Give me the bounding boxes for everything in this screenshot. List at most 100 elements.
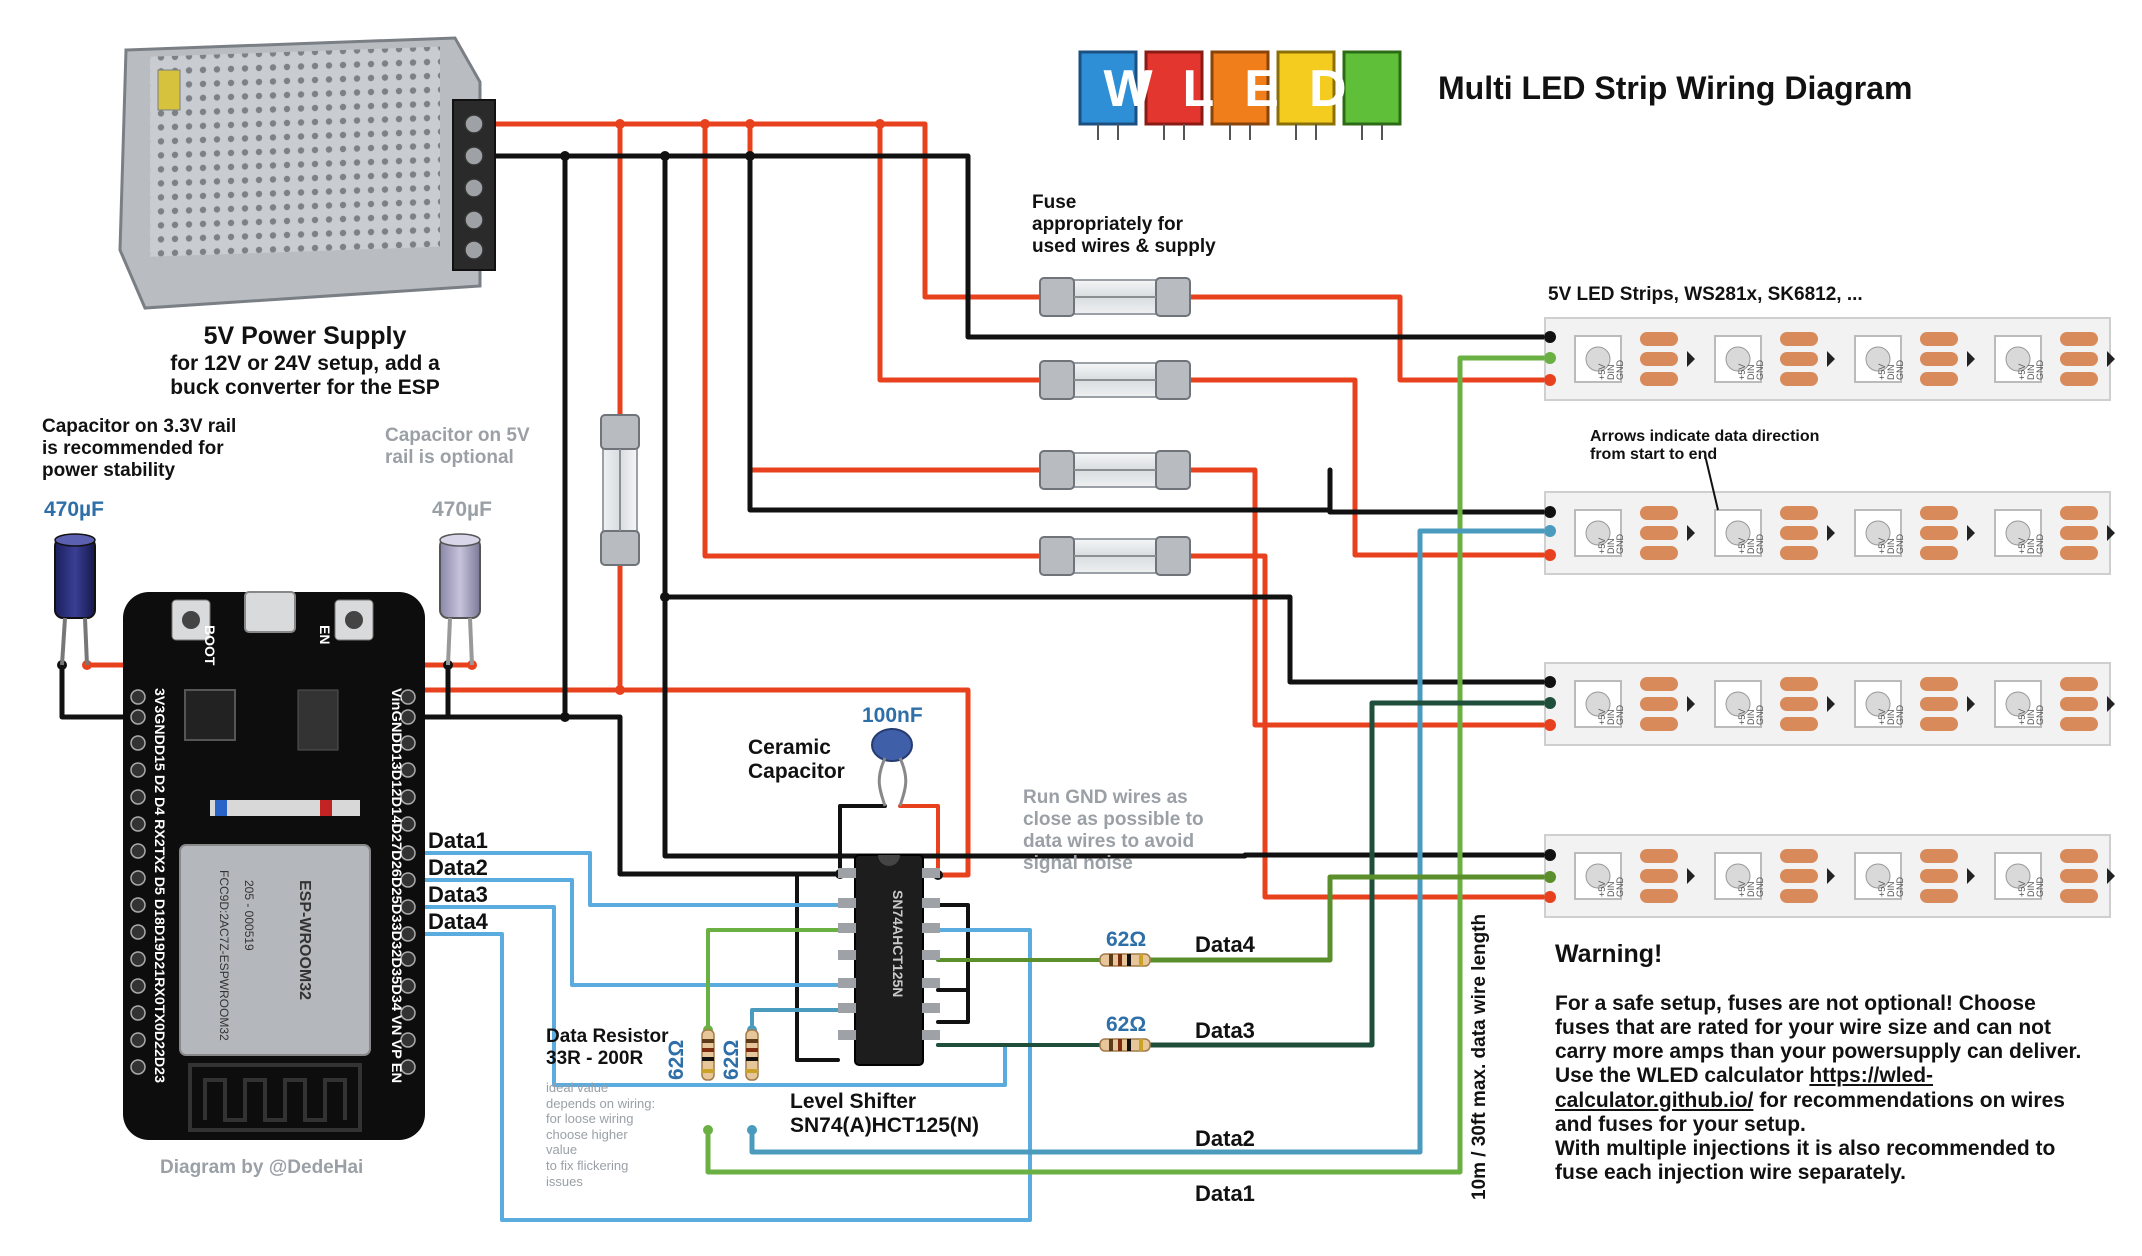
- strip-pad-label: +5V: [1877, 881, 1887, 897]
- fuse-note: Fuse appropriately for used wires & supp…: [1032, 192, 1216, 257]
- level-shifter-label: Level Shifter SN74(A)HCT125(N): [790, 1090, 980, 1138]
- fuse-strip2: [1039, 360, 1191, 400]
- strip-pad-label: GND: [2035, 360, 2045, 381]
- strip-pad-label: GND: [1755, 360, 1765, 381]
- ceramic-capacitor: [871, 728, 913, 807]
- wire-gnd-3v3cap: [59, 662, 141, 720]
- power-supply: [118, 36, 496, 310]
- gnd-wire-note: Run GND wires as close as possible to da…: [1023, 787, 1204, 874]
- page-title: Multi LED Strip Wiring Diagram: [1438, 70, 1913, 106]
- data-direction-arrow: [1827, 868, 1835, 884]
- led-chip: [1574, 852, 1622, 900]
- strip-pad-label: DIN: [2026, 539, 2036, 555]
- arrows-note: Arrows indicate data direction from star…: [1590, 428, 1820, 464]
- strip-pad-label: +5V: [1597, 364, 1607, 380]
- strip-pad-label: DIN: [2026, 882, 2036, 898]
- wire-shifter-oe-ties-r: [936, 903, 970, 992]
- warning-paragraph-2-prefix: Use the WLED calculator: [1555, 1064, 1810, 1088]
- strip-data2-label: Data2: [1195, 1126, 1255, 1151]
- wire-data1-strip1: [705, 355, 1553, 1175]
- data-direction-arrow: [2107, 525, 2115, 541]
- data-direction-arrow: [2107, 696, 2115, 712]
- wire-5v-strip2-out: [1187, 377, 1553, 558]
- fuse-strip4: [1039, 536, 1191, 576]
- esp32-r-label: 205 - 000519: [242, 880, 256, 951]
- esp32-right-pin-labels: VinGNDD13D12D14D27D26D25D33D32D35D34 VN …: [389, 688, 405, 1083]
- strip-pad-label: DIN: [1886, 710, 1896, 726]
- capacitor-5v: [439, 533, 481, 666]
- resistor-data1: [701, 1029, 715, 1081]
- led-chip: [1574, 509, 1622, 557]
- data-direction-arrow: [1687, 868, 1695, 884]
- wire-ls-out2: [750, 1008, 840, 1032]
- strip-pad-label: DIN: [1606, 882, 1616, 898]
- warning-paragraph-3: With multiple injections it is also reco…: [1555, 1136, 2056, 1184]
- fuse-esp: [600, 414, 640, 566]
- data-direction-arrow: [1827, 525, 1835, 541]
- data-direction-arrow: [1687, 696, 1695, 712]
- data-direction-arrow: [2107, 351, 2115, 367]
- strip-pad-label: DIN: [1886, 882, 1896, 898]
- strip-pad-label: GND: [1895, 360, 1905, 381]
- wire-gnd-shifter: [562, 714, 843, 877]
- capacitor-3v3: [54, 533, 96, 666]
- strip-pad-label: GND: [1755, 534, 1765, 555]
- strip-pad-label: +5V: [1597, 709, 1607, 725]
- fuse-strip3: [1039, 450, 1191, 490]
- strip-data1-label: Data1: [1195, 1181, 1255, 1206]
- wled-logo-text: WLED: [1103, 60, 1376, 118]
- wire-esp-data2: [406, 878, 840, 987]
- strip-data3-label: Data3: [1195, 1018, 1255, 1043]
- esp32-left-pin-labels: 3V3GNDD15 D2 D4 RX2TX2 D5 D18D19D21RX0TX…: [152, 688, 168, 1083]
- strip-pad-label: +5V: [1877, 364, 1887, 380]
- wire-cap-shifter: [898, 804, 940, 877]
- diagram-credit: Diagram by @DedeHai: [160, 1157, 364, 1178]
- strip-pad-label: GND: [1895, 705, 1905, 726]
- ceramic-capacitor-label: Ceramic Capacitor: [748, 736, 845, 784]
- strip-pad-label: DIN: [1746, 539, 1756, 555]
- wire-data3-strip3: [1147, 700, 1553, 1048]
- strip-pad-label: GND: [1895, 877, 1905, 898]
- strip-pad-label: GND: [1755, 705, 1765, 726]
- wire-gnd-strip3: [662, 153, 1553, 685]
- strip-pad-label: +5V: [1737, 881, 1747, 897]
- wire-esp-data4: [406, 928, 1032, 1222]
- strip-pad-label: DIN: [1746, 882, 1756, 898]
- data-direction-arrow: [1827, 696, 1835, 712]
- wled-logo: [1078, 50, 1402, 140]
- warning-paragraph-1: For a safe setup, fuses are not optional…: [1555, 992, 2082, 1064]
- wire-data4-strip4: [1147, 874, 1553, 963]
- capacitor-3v3-value: 470µF: [44, 498, 104, 521]
- strip-pad-label: +5V: [1737, 709, 1747, 725]
- strip-pad-label: DIN: [1746, 710, 1756, 726]
- strip-pad-label: GND: [1615, 360, 1625, 381]
- resistor-data3-value: 62Ω: [1106, 1013, 1147, 1036]
- fuse-strip1: [1039, 277, 1191, 317]
- strip-pad-label: +5V: [2017, 881, 2027, 897]
- data-direction-arrow: [1687, 525, 1695, 541]
- arrows-note-pointer: [1704, 454, 1719, 511]
- max-length-note: 10m / 30ft max. data wire length: [1469, 914, 1490, 1200]
- esp32-boot-label: BOOT: [202, 625, 218, 666]
- resistor-data2-value: 62Ω: [720, 1039, 743, 1080]
- data-direction-arrow: [1687, 351, 1695, 367]
- strip-pad-label: +5V: [1877, 538, 1887, 554]
- esp32-module-label: ESP-WROOM32: [296, 880, 313, 1000]
- strip-pad-label: DIN: [1606, 365, 1616, 381]
- esp-data2-label: Data2: [428, 855, 488, 880]
- esp-data4-label: Data4: [428, 909, 488, 934]
- wled-calculator-link[interactable]: https://wled-calculator.github.io/: [1555, 1064, 1934, 1112]
- strip-pad-label: GND: [1615, 534, 1625, 555]
- esp32-fcc-label: FCC9D:2AC7Z-ESPWROOM32: [217, 870, 231, 1041]
- strip-pad-label: GND: [2035, 534, 2045, 555]
- data-direction-arrow: [1967, 351, 1975, 367]
- capacitor-5v-value: 470µF: [432, 498, 492, 521]
- strip-pad-label: GND: [2035, 877, 2045, 898]
- capacitor-5v-note: Capacitor on 5V rail is optional: [385, 425, 530, 468]
- level-shifter-chip-text: SN74AHCT125N: [890, 890, 906, 997]
- power-supply-subtitle: for 12V or 24V setup, add a buck convert…: [170, 352, 440, 400]
- wire-ls-out1: [706, 928, 840, 1032]
- data-direction-arrow: [1967, 525, 1975, 541]
- warning-title: Warning!: [1555, 940, 1663, 968]
